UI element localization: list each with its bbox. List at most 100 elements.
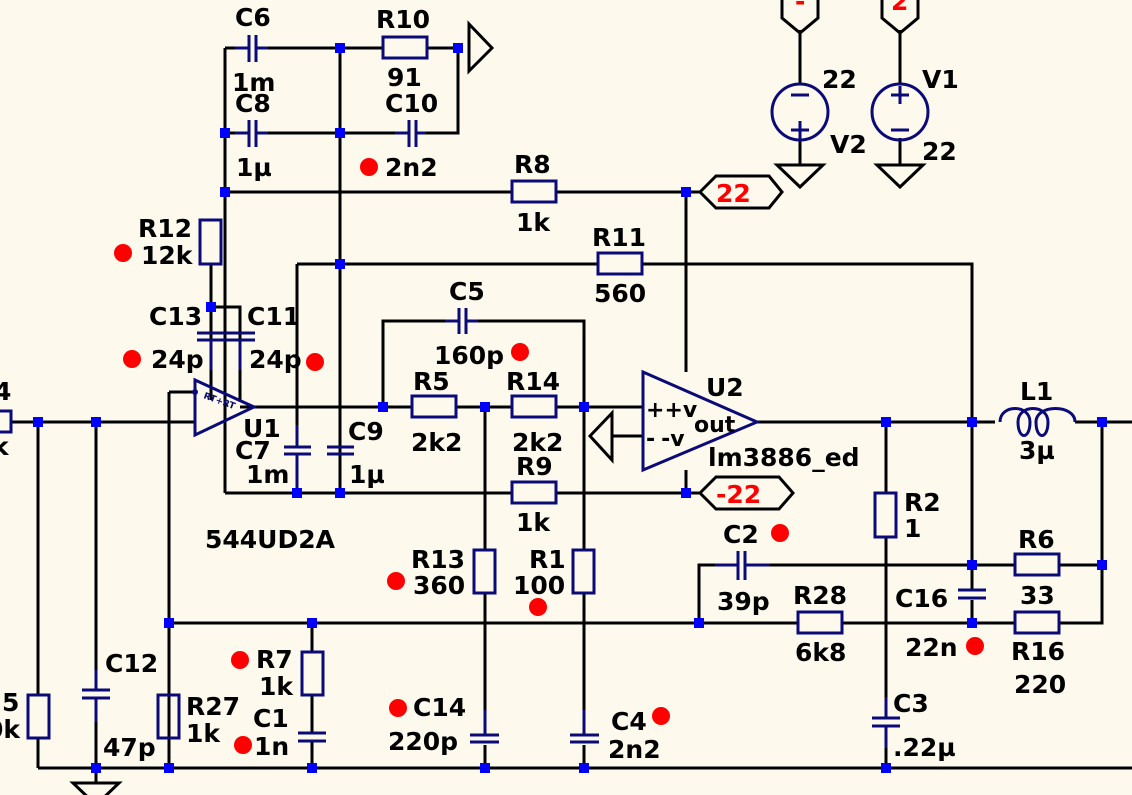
net-label-top-pos[interactable]: 2: [880, 0, 920, 35]
marker-dot: [114, 244, 132, 262]
opamp-u1-body: [193, 377, 258, 438]
capacitor-c13[interactable]: [197, 331, 225, 370]
net-label-shape: [697, 475, 795, 511]
capacitor-c4[interactable]: [570, 710, 599, 744]
wire-r10-c10: [426, 48, 460, 135]
net-label-text: -22: [716, 480, 761, 509]
label-value: 1µ: [349, 460, 385, 489]
v1-polarity: [891, 86, 909, 132]
resistor-r8[interactable]: [510, 179, 558, 204]
net-label-text: -: [795, 0, 805, 16]
marker-dot: [234, 736, 252, 754]
junction: [91, 763, 101, 773]
capacitor-c12[interactable]: [82, 670, 110, 722]
resistor-r10[interactable]: [381, 35, 429, 60]
junction: [881, 763, 891, 773]
capacitor-c2[interactable]: [715, 551, 770, 580]
resistor-r6[interactable]: [1013, 552, 1061, 577]
junction: [1097, 417, 1107, 427]
resistor-r15-partial[interactable]: [26, 693, 51, 740]
label-ref-partial: 5: [2, 688, 19, 717]
capacitor-c6[interactable]: [235, 35, 268, 62]
capacitor-c11[interactable]: [226, 331, 255, 370]
opamp-u1-pins-label: RT+RT: [202, 391, 237, 412]
label-ref: C11: [247, 302, 300, 331]
component-labels: C6 1m R10 91 C8 1µ C10 2n2 R8 1k R12 12k…: [0, 3, 1066, 764]
junction: [206, 302, 216, 312]
label-ref: R5: [413, 367, 450, 396]
junction: [967, 417, 977, 427]
resistor-r28[interactable]: [796, 610, 844, 635]
label-value: 1: [904, 514, 921, 543]
net-label-top-neg[interactable]: -: [780, 0, 820, 35]
label-ref: R28: [793, 581, 847, 610]
resistor-r13[interactable]: [472, 548, 497, 595]
opamp-u1-pin-dot: [192, 389, 198, 395]
resistor-r14[interactable]: [510, 394, 558, 419]
resistor-r4-partial[interactable]: [0, 409, 13, 434]
resistor-r5[interactable]: [410, 394, 458, 419]
resistor-r7[interactable]: [300, 650, 325, 697]
wire-c5: [381, 319, 586, 407]
junction: [220, 187, 230, 197]
resistor-r11[interactable]: [596, 251, 644, 276]
label-ref: R27: [186, 692, 240, 721]
label-value: 1n: [254, 732, 289, 761]
capacitor-c3[interactable]: [872, 697, 900, 748]
junction: [378, 402, 388, 412]
junction: [681, 488, 691, 498]
label-value: 39p: [717, 587, 770, 616]
junction: [164, 618, 174, 628]
net-label-shape: [780, 0, 820, 35]
label-value: 1k: [516, 208, 551, 237]
capacitor-c7[interactable]: [284, 425, 311, 490]
marker-dot: [123, 350, 141, 368]
wires: [10, 30, 1132, 783]
label-value: 220: [1014, 670, 1066, 699]
junction: [694, 618, 704, 628]
inductor-l1[interactable]: [998, 407, 1077, 437]
label-value: 91: [387, 63, 422, 92]
capacitor-c10[interactable]: [395, 120, 426, 147]
capacitor-c1[interactable]: [298, 731, 326, 743]
resistor-r16[interactable]: [1013, 610, 1061, 635]
ground-icon: [69, 781, 123, 795]
junction: [480, 402, 490, 412]
wire-r11: [297, 262, 974, 565]
junction: [164, 763, 174, 773]
voltage-source-v2[interactable]: [770, 82, 830, 142]
junction: [967, 560, 977, 570]
net-label-neg-rail[interactable]: -22: [697, 475, 795, 511]
capacitor-c14[interactable]: [470, 710, 499, 744]
junction: [1097, 560, 1107, 570]
marker-dot: [231, 651, 249, 669]
label-value: 1k: [516, 508, 551, 537]
label-value: 100: [513, 571, 565, 600]
wire-r6-r16: [1060, 422, 1104, 625]
label-value: 1k: [186, 719, 221, 748]
resistors: [0, 35, 1061, 740]
capacitor-c8[interactable]: [235, 120, 268, 147]
opamp-u2[interactable]: ++v --v out: [641, 369, 761, 473]
label-value: 1m: [232, 68, 275, 97]
voltage-source-v1[interactable]: [870, 82, 930, 142]
marker-dot: [360, 158, 378, 176]
capacitor-c5[interactable]: [445, 308, 478, 334]
capacitor-c9[interactable]: [327, 445, 354, 456]
resistor-r27[interactable]: [156, 693, 181, 740]
label-value: 2k2: [411, 428, 462, 457]
resistor-r12[interactable]: [198, 218, 223, 266]
label-value: 2n2: [385, 153, 438, 182]
label-value: lm3886_ed: [708, 443, 860, 472]
label-ref: R1: [529, 545, 566, 574]
capacitor-c16[interactable]: [958, 588, 986, 600]
resistor-r1[interactable]: [571, 548, 596, 595]
ground-icon: [773, 163, 827, 190]
label-value: 2k2: [512, 428, 563, 457]
resistor-r2[interactable]: [873, 491, 898, 539]
net-label-pos-rail[interactable]: 22: [697, 174, 784, 210]
junctions: [33, 43, 1107, 773]
label-value: 24p: [249, 345, 302, 374]
label-ref: V1: [922, 65, 959, 94]
resistor-r9[interactable]: [510, 480, 558, 505]
